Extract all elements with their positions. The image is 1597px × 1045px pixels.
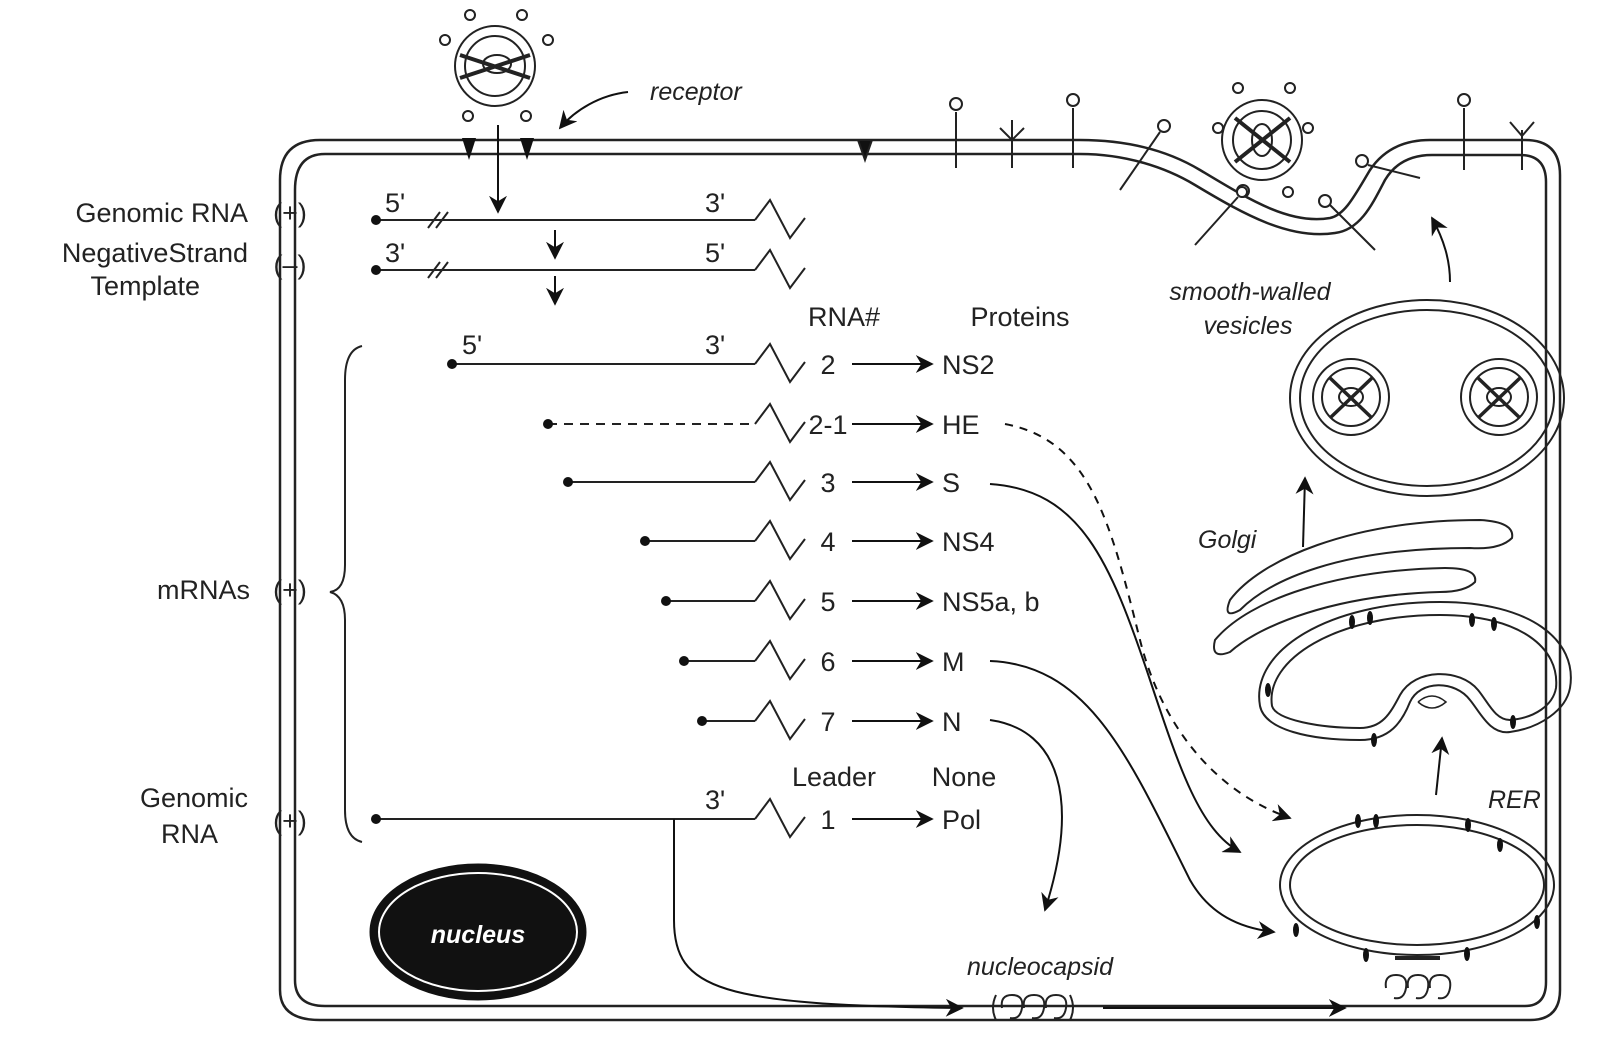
proteins-header: Proteins	[970, 302, 1069, 332]
golgi-apparatus	[1213, 518, 1514, 656]
translation-arrows	[852, 355, 934, 828]
mrnas-label: mRNAs	[157, 575, 250, 605]
genomic-rna-label: Genomic RNA	[75, 198, 248, 228]
rna-number: 7	[820, 707, 835, 737]
negative-strand-label-2: Template	[90, 271, 200, 301]
nucleus-label: nucleus	[431, 921, 526, 949]
er-budding-vesicle	[1258, 600, 1572, 742]
receptor-arrow	[558, 91, 629, 130]
smooth-walled-vesicle	[1289, 299, 1565, 497]
rna-number: 3	[820, 468, 835, 498]
genomic-rna-bottom-label-2: RNA	[161, 819, 218, 849]
none-header: None	[932, 762, 997, 792]
five-prime-label: 5'	[462, 330, 482, 360]
smooth-walled-label-2: vesicles	[1204, 312, 1293, 340]
virion-icon	[439, 9, 554, 160]
mrna-start-dots	[371, 359, 707, 824]
protein-name: NS4	[942, 527, 995, 557]
genomic-rna-plus: (+)	[273, 198, 307, 228]
three-prime-label: 3'	[705, 330, 725, 360]
mrnas-plus: (+)	[273, 575, 307, 605]
rer-label: RER	[1488, 786, 1541, 814]
rna-number: 6	[820, 647, 835, 677]
protein-trafficking-arrows	[673, 216, 1451, 1017]
rer-vesicle	[1279, 814, 1555, 960]
mrna-lines	[376, 342, 806, 839]
budding-virion-icon	[1212, 82, 1314, 198]
protein-name: NS2	[942, 350, 995, 380]
ribosome-marks	[1265, 611, 1540, 962]
strand-start-dots	[371, 215, 381, 275]
entry-arrows	[489, 125, 564, 306]
nucleocapsid-label: nucleocapsid	[967, 953, 1114, 981]
protein-name: M	[942, 647, 965, 677]
rna-number: 2-1	[808, 410, 847, 440]
protein-name: NS5a, b	[942, 587, 1040, 617]
protein-name: HE	[942, 410, 980, 440]
nucleus	[369, 863, 587, 1001]
five-prime-label: 5'	[705, 238, 725, 268]
rna-number: 2	[820, 350, 835, 380]
genomic-rna-bottom-label-1: Genomic	[140, 783, 248, 813]
rna-number: 4	[820, 527, 835, 557]
receptor-label: receptor	[650, 78, 743, 106]
three-prime-label: 3'	[705, 188, 725, 218]
genomic-rna-bottom-plus: (+)	[273, 806, 307, 836]
negative-strand-minus: (–)	[274, 250, 307, 280]
protein-name: N	[942, 707, 962, 737]
mrna-brace	[329, 345, 363, 843]
five-prime-label: 5'	[385, 188, 405, 218]
cell-membrane	[278, 138, 1562, 1022]
protein-name: Pol	[942, 805, 981, 835]
rna-number: 1	[820, 805, 835, 835]
rna-number: 5	[820, 587, 835, 617]
three-prime-label: 3'	[385, 238, 405, 268]
negative-strand-label-1: NegativeStrand	[62, 238, 248, 268]
protein-name: S	[942, 468, 960, 498]
leader-header: Leader	[792, 762, 876, 792]
rna-number-header: RNA#	[808, 302, 880, 332]
smooth-walled-label-1: smooth-walled	[1169, 278, 1331, 306]
three-prime-label: 3'	[705, 785, 725, 815]
golgi-label: Golgi	[1198, 526, 1258, 554]
membrane-glycoproteins	[856, 93, 1535, 251]
nucleocapsid-rer-icon	[1384, 973, 1452, 1000]
mrna-row-labels: 2 NS2 2-1 HE 3 S 4 NS4 5 NS5a, b 6 M 7 N…	[808, 350, 1039, 835]
template-rna-lines	[376, 198, 806, 290]
nucleocapsid-icon	[992, 993, 1074, 1021]
